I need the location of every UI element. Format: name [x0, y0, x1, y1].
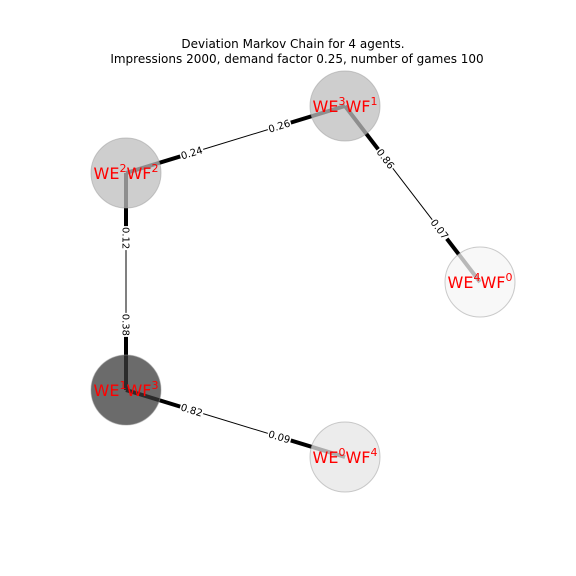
edge-label-background — [266, 427, 293, 447]
edges-layer: 0.240.260.860.070.120.380.820.09 — [120, 104, 482, 459]
title-line-1: Deviation Markov Chain for 4 agents. — [181, 37, 404, 51]
edge-label-source: 0.24 — [180, 145, 205, 162]
node-4-0 — [444, 246, 516, 318]
edge-label-source: 0.12 — [120, 227, 131, 249]
edge-label-target: 0.26 — [267, 119, 292, 136]
node-0-4 — [309, 421, 381, 493]
edge-label-background — [120, 226, 132, 251]
nodes-layer — [90, 70, 516, 493]
node-label: WE4WF0 — [448, 271, 513, 292]
edge-label-target: 0.38 — [120, 314, 131, 336]
edge-label-background — [373, 145, 398, 172]
edge-label-background — [120, 312, 132, 337]
node-label: WE0WF4 — [313, 446, 378, 467]
edge-label-target: 0.09 — [267, 429, 292, 446]
node-1-3 — [90, 354, 162, 426]
node-label: WE2WF2 — [94, 162, 159, 183]
edge-label-source: 0.82 — [179, 403, 204, 420]
node-label: WE3WF1 — [313, 95, 378, 116]
edge-label-background — [266, 116, 293, 136]
node-3-1 — [309, 70, 381, 142]
node-2-2 — [90, 137, 162, 209]
title-line-2: Impressions 2000, demand factor 0.25, nu… — [110, 52, 483, 66]
edge-label-background — [178, 400, 205, 420]
node-label: WE1WF3 — [94, 379, 159, 400]
edge-label-background — [427, 216, 452, 243]
edge-label-background — [178, 143, 205, 163]
